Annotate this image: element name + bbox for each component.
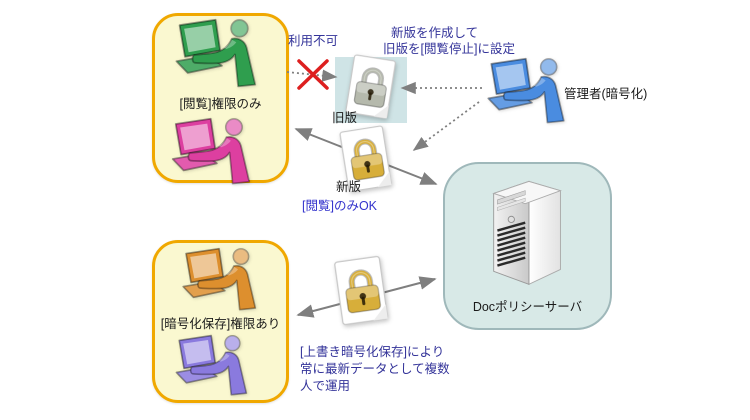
admin-action-note-line1: 新版を作成して: [391, 26, 479, 40]
doc-policy-server-box: Docポリシーサーバ: [443, 162, 612, 330]
old-version-label: 旧版: [332, 111, 358, 125]
unavailable-note: 利用不可: [288, 34, 339, 48]
admin-label: 管理者(暗号化): [564, 87, 648, 101]
arrow-viewgroup-oldversion: [286, 69, 338, 82]
person-laptop-icon: [179, 247, 269, 313]
overwrite-save-note: [上書き暗号化保存]により 常に最新データとして複数 人で運用: [300, 344, 450, 395]
admin-action-note-line2: 旧版を[閲覧停止]に設定: [383, 42, 515, 56]
admin-action-note: 新版を作成して 旧版を[閲覧停止]に設定: [383, 25, 515, 57]
view-permission-group: [閲覧]権限のみ: [152, 13, 289, 183]
overwrite-save-note-line2: 常に最新データとして複数: [300, 362, 450, 376]
person-laptop-icon: [169, 334, 263, 398]
locked-document-icon: [326, 250, 400, 338]
red-cross-icon: [297, 59, 329, 90]
server-label: Docポリシーサーバ: [472, 300, 583, 314]
person-laptop-icon: [487, 57, 575, 126]
server-tower-icon: [477, 169, 579, 293]
save-permission-group: [暗号化保存]権限あり: [152, 240, 289, 403]
view-group-label: [閲覧]権限のみ: [179, 97, 262, 111]
new-version-label: 新版: [336, 180, 362, 194]
overwrite-save-note-line3: 人で運用: [300, 379, 351, 393]
overwrite-save-note-line1: [上書き暗号化保存]により: [300, 345, 445, 359]
person-laptop-icon: [173, 18, 269, 90]
view-only-ok-note: [閲覧]のみOK: [302, 199, 378, 213]
arrow-admin-newversion: [412, 101, 480, 151]
save-group-label: [暗号化保存]権限あり: [160, 317, 281, 331]
person-laptop-icon: [167, 117, 265, 187]
